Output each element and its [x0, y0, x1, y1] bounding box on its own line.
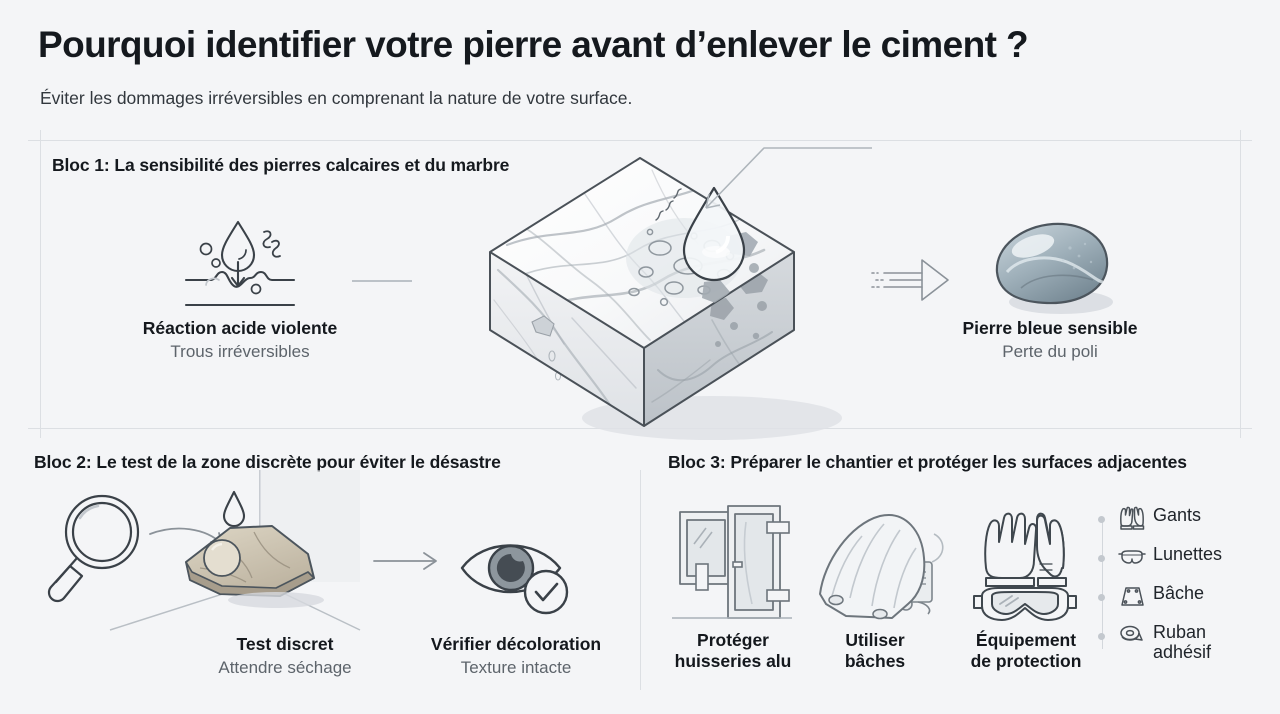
motion-arrow-icon: [866, 250, 956, 310]
list-item-label: Bâche: [1153, 583, 1205, 603]
caption-title-line1: Protéger: [697, 630, 769, 650]
marble-block-icon: [412, 140, 872, 460]
caption-title-line2: bâches: [844, 650, 906, 671]
page-subtitle: Éviter les dommages irréversibles en com…: [40, 88, 633, 108]
bloc-3-item-2-caption: Utiliser bâches: [800, 630, 950, 671]
bullet-dot: [1098, 633, 1105, 640]
list-item[interactable]: Lunettes: [1096, 544, 1276, 583]
equipment-checklist: Gants Lunettes: [1096, 505, 1276, 674]
divider-bloc2-bloc3: [640, 470, 641, 690]
gloves-icon: [1118, 506, 1146, 532]
blue-stone-icon: [975, 210, 1125, 325]
list-item[interactable]: Bâche: [1096, 583, 1276, 622]
caption-subtitle: Perte du poli: [1002, 341, 1098, 361]
bloc-2-heading: Bloc 2: Le test de la zone discrète pour…: [34, 452, 501, 472]
caption-title-line2: huisseries alu: [674, 650, 792, 671]
page-title: Pourquoi identifier votre pierre avant d…: [38, 24, 1029, 65]
bloc-1-heading: Bloc 1: La sensibilité des pierres calca…: [52, 155, 510, 175]
tarp-icon: [1118, 584, 1146, 610]
list-item[interactable]: Ruban adhésif: [1096, 622, 1276, 674]
acid-reaction-icon: [160, 200, 320, 320]
divider-left: [40, 130, 41, 438]
eye-check-icon: [450, 520, 590, 626]
bullet-dot: [1098, 594, 1105, 601]
bloc-2-item-1-caption: Test discret Attendre séchage: [165, 634, 405, 678]
bullet-dot: [1098, 555, 1105, 562]
caption-title-line1: Équipement: [975, 630, 1077, 650]
caption-title: Réaction acide violente: [142, 318, 338, 338]
bullet-dot: [1098, 516, 1105, 523]
gloves-goggles-icon: [962, 498, 1088, 624]
caption-title: Pierre bleue sensible: [962, 318, 1138, 338]
magnifier-stone-test-icon: [40, 470, 380, 640]
divider-top: [28, 140, 1252, 141]
divider-right: [1240, 130, 1241, 438]
caption-title-line2: de protection: [970, 650, 1082, 671]
bloc-2-item-2-caption: Vérifier décoloration Texture intacte: [396, 634, 636, 678]
window-door-icon: [672, 500, 792, 628]
bloc-1-item-3-caption: Pierre bleue sensible Perte du poli: [930, 318, 1170, 362]
tarp-cover-icon: [806, 500, 948, 628]
bloc-3-item-1-caption: Protéger huisseries alu: [652, 630, 814, 671]
list-item[interactable]: Gants: [1096, 505, 1276, 544]
list-item-label: Gants: [1153, 505, 1202, 525]
connector-line: [352, 280, 412, 282]
list-item-label: Ruban adhésif: [1153, 622, 1212, 663]
caption-subtitle: Trous irréversibles: [170, 341, 310, 361]
bloc-3-item-3-caption: Équipement de protection: [940, 630, 1112, 671]
caption-title: Vérifier décoloration: [430, 634, 602, 654]
caption-title: Test discret: [236, 634, 334, 654]
tape-roll-icon: [1118, 623, 1146, 649]
bloc2-arrow-icon: [372, 548, 444, 574]
bloc-1-item-1-caption: Réaction acide violente Trous irréversib…: [120, 318, 360, 362]
list-item-label: Lunettes: [1153, 544, 1223, 564]
caption-subtitle: Attendre séchage: [218, 657, 352, 677]
caption-title-line1: Utiliser: [845, 630, 905, 650]
goggles-icon: [1118, 545, 1146, 571]
bloc-3-heading: Bloc 3: Préparer le chantier et protéger…: [668, 452, 1187, 472]
caption-subtitle: Texture intacte: [460, 657, 572, 677]
checklist-timeline: [1102, 517, 1103, 649]
